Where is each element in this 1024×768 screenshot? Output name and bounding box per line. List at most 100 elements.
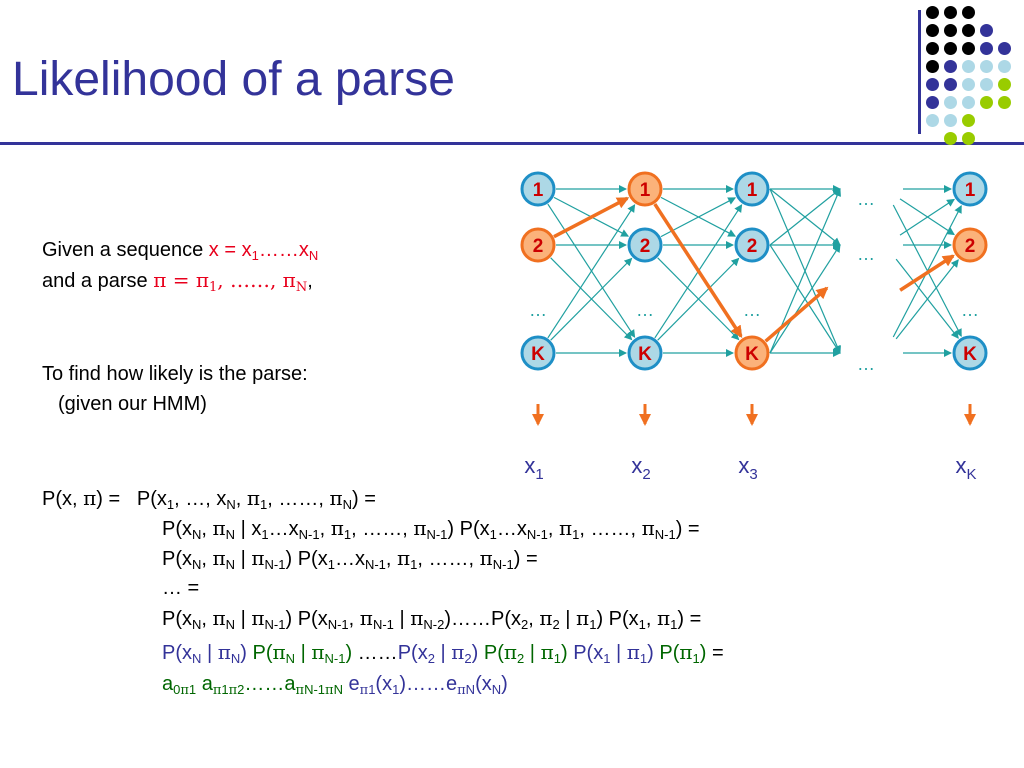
state-node-circle [734, 227, 770, 263]
state-node-label: 1 [533, 180, 544, 201]
decorative-dot [926, 24, 939, 37]
transition-edge [769, 244, 841, 354]
transition-edge [657, 257, 740, 341]
parse-path-edge [553, 196, 630, 239]
observation-label: x3 [738, 453, 757, 483]
decorative-vertical-bar [918, 10, 921, 134]
state-node-label: 2 [640, 236, 651, 257]
page-title: Likelihood of a parse [12, 53, 455, 106]
state-node: 2 [952, 227, 988, 263]
decorative-dot [962, 60, 975, 73]
decorative-dot [944, 42, 957, 55]
state-node-circle [734, 171, 770, 207]
state-node-label: K [638, 344, 652, 365]
decorative-dot [962, 96, 975, 109]
decorative-dot [998, 60, 1011, 73]
state-node-circle [627, 335, 663, 371]
state-node-label: K [963, 344, 977, 365]
state-node: K [952, 335, 988, 371]
decorative-dot [962, 42, 975, 55]
transition-edge [899, 198, 955, 236]
task-subline: (given our HMM) [58, 393, 207, 415]
parse-path-edge [653, 203, 743, 338]
state-node-label: 2 [747, 236, 758, 257]
formula-line-1: P(x, π) = P(x1, …, xN, π1, ……, πN) = [42, 486, 376, 512]
decorative-dot [944, 132, 957, 145]
decorative-dot [926, 6, 939, 19]
decorative-dot [944, 60, 957, 73]
state-node: 2 [627, 227, 663, 263]
state-node-circle [520, 171, 556, 207]
state-node-circle [952, 227, 988, 263]
decorative-dot [980, 96, 993, 109]
ellipsis-marker: … [857, 354, 875, 374]
decorative-dot [962, 24, 975, 37]
decorative-dot [944, 114, 957, 127]
state-node: 1 [627, 171, 663, 207]
state-node: K [520, 335, 556, 371]
state-ellipsis: … [961, 300, 979, 320]
decorative-dot [980, 78, 993, 91]
transition-edge [895, 259, 959, 340]
decorative-dot [962, 78, 975, 91]
state-ellipsis: … [743, 300, 761, 320]
state-node-label: K [745, 344, 759, 365]
decorative-dot [998, 96, 1011, 109]
state-node: K [734, 335, 770, 371]
state-node-label: 2 [965, 236, 976, 257]
decorative-dot [926, 114, 939, 127]
decorative-dot [980, 24, 993, 37]
intro-parse-line: and a parse π = π1, ……, πN, [42, 268, 313, 295]
decorative-dot [944, 6, 957, 19]
ellipsis-marker: … [857, 189, 875, 209]
state-node: K [627, 335, 663, 371]
decorative-dot [944, 96, 957, 109]
parse-path-edge [764, 286, 829, 343]
decorative-dot [962, 6, 975, 19]
transition-edge [550, 257, 633, 341]
decorative-dot [944, 78, 957, 91]
decorative-dot [926, 78, 939, 91]
task-line: To find how likely is the parse: [42, 363, 308, 385]
decorative-dot [962, 114, 975, 127]
formula-line-7: a0π1 aπ1π2……aπN-1πN eπ1(x1)……eπN(xN) [162, 673, 508, 698]
state-node: 1 [520, 171, 556, 207]
decorative-dot [926, 96, 939, 109]
state-node-circle [520, 227, 556, 263]
state-node-label: 1 [640, 180, 651, 201]
state-node: 1 [734, 171, 770, 207]
decorative-dot [998, 42, 1011, 55]
state-node-label: 1 [965, 180, 976, 201]
formula-line-3: P(xN, πN | πN-1) P(x1…xN-1, π1, ……, πN-1… [162, 546, 538, 572]
decorative-dot [980, 60, 993, 73]
state-node-circle [952, 335, 988, 371]
decorative-dot [926, 42, 939, 55]
state-node-circle [627, 227, 663, 263]
state-node-circle [520, 335, 556, 371]
transition-edge [769, 188, 841, 246]
parse-path-edge [899, 254, 955, 292]
decorative-dot [962, 132, 975, 145]
decorative-dot [998, 78, 1011, 91]
observation-label: xK [955, 453, 976, 483]
formula-line-2: P(xN, πN | x1…xN-1, π1, ……, πN-1) P(x1…x… [162, 516, 700, 542]
state-node-label: 2 [533, 236, 544, 257]
observation-label: x1 [524, 453, 543, 483]
state-node-circle [627, 171, 663, 207]
state-ellipsis: … [529, 300, 547, 320]
intro-sequence-line: Given a sequence x = x1……xN [42, 239, 319, 263]
state-node-circle [734, 335, 770, 371]
formula-line-6: P(xN | πN) P(πN | πN-1) ……P(x2 | π2) P(π… [162, 640, 724, 666]
state-node: 2 [734, 227, 770, 263]
formula-line-5: P(xN, πN | πN-1) P(xN-1, πN-1 | πN-2)……P… [162, 606, 702, 632]
decorative-dot [926, 60, 939, 73]
observation-label: x2 [631, 453, 650, 483]
formula-line-4: … = [162, 577, 200, 599]
state-node-circle [952, 171, 988, 207]
state-node: 1 [952, 171, 988, 207]
state-ellipsis: … [636, 300, 654, 320]
title-underline [0, 142, 1024, 145]
ellipsis-marker: … [857, 244, 875, 264]
decorative-dot [944, 24, 957, 37]
